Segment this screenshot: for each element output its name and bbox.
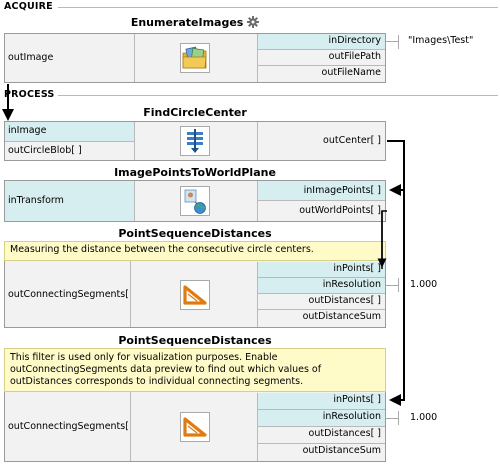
port-inresolution[interactable]: inResolution xyxy=(257,410,385,427)
section-divider xyxy=(58,7,498,8)
port-outcircleblob[interactable]: outCircleBlob[ ] xyxy=(5,142,135,160)
world-plane-icon xyxy=(180,186,210,216)
inresolution-value[interactable]: 1.000 xyxy=(410,279,438,290)
folder-images-icon xyxy=(180,43,210,73)
filter-title-enumerateimages[interactable]: EnumerateImages xyxy=(4,16,386,31)
port-indirectory[interactable]: inDirectory xyxy=(257,34,385,50)
filter-comment: This filter is used only for visualizati… xyxy=(4,348,386,392)
inresolution-value[interactable]: 1.000 xyxy=(410,412,438,423)
filter-title-pointsequencedistances[interactable]: PointSequenceDistances xyxy=(118,227,272,240)
wire-outcenter-inimagepoints xyxy=(387,140,405,196)
port-inpoints[interactable]: inPoints[ ] xyxy=(257,262,385,278)
filter-title-pointsequencedistances[interactable]: PointSequenceDistances xyxy=(118,334,272,347)
filter-title-findcirclecenter[interactable]: FindCircleCenter xyxy=(143,106,247,119)
section-acquire-label: ACQUIRE xyxy=(4,1,53,12)
wire-outcenter-inpoints-2 xyxy=(389,190,405,406)
gear-icon[interactable] xyxy=(247,16,260,31)
port-outcenter[interactable]: outCenter[ ] xyxy=(257,122,385,160)
port-intransform[interactable]: inTransform xyxy=(5,181,135,221)
port-inresolution[interactable]: inResolution xyxy=(257,278,385,294)
filter-title-imagepointstoworldplane[interactable]: ImagePointsToWorldPlane xyxy=(114,166,276,179)
value-connector xyxy=(386,418,398,419)
section-process-label: PROCESS xyxy=(4,89,55,100)
port-outimage[interactable]: outImage xyxy=(5,34,135,82)
port-outfilepath[interactable]: outFilePath xyxy=(257,50,385,66)
port-inimage[interactable]: inImage xyxy=(5,122,135,142)
triangle-ruler-icon xyxy=(180,280,210,310)
indirectory-value[interactable]: "Images\Test" xyxy=(408,35,474,46)
port-outdistances[interactable]: outDistances[ ] xyxy=(257,427,385,444)
triangle-ruler-icon xyxy=(180,412,210,442)
section-divider xyxy=(58,95,498,96)
port-outdistancesum[interactable]: outDistanceSum xyxy=(257,310,385,327)
filter-title-text: EnumerateImages xyxy=(130,16,244,29)
port-outfilename[interactable]: outFileName xyxy=(257,66,385,82)
port-outdistances[interactable]: outDistances[ ] xyxy=(257,294,385,310)
port-inpoints[interactable]: inPoints[ ] xyxy=(257,393,385,410)
port-outworldpoints[interactable]: outWorldPoints[ ] xyxy=(257,201,385,221)
filter-comment: Measuring the distance between the conse… xyxy=(4,241,386,261)
value-bracket xyxy=(398,35,399,49)
value-bracket xyxy=(398,411,399,425)
value-bracket xyxy=(398,278,399,292)
port-inimagepoints[interactable]: inImagePoints[ ] xyxy=(257,181,385,201)
port-outdistancesum[interactable]: outDistanceSum xyxy=(257,444,385,461)
circle-center-icon xyxy=(180,126,210,156)
value-connector xyxy=(386,41,398,42)
value-connector xyxy=(386,285,398,286)
